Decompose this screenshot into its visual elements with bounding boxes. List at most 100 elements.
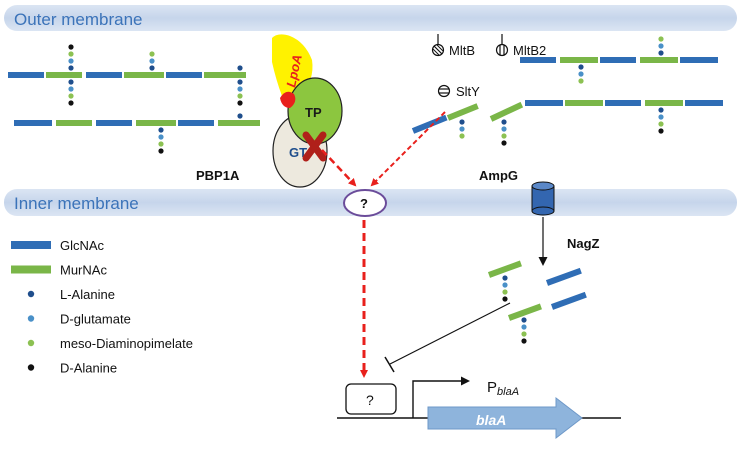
pbp1a-label: PBP1A bbox=[196, 168, 240, 183]
murnac-unit bbox=[446, 103, 479, 121]
glcnac-unit bbox=[8, 72, 44, 78]
tp-label: TP bbox=[305, 105, 322, 120]
peptide-residue bbox=[459, 126, 465, 132]
peptide-residue bbox=[149, 51, 155, 57]
glcnac-unit bbox=[166, 72, 202, 78]
legend-label: GlcNAc bbox=[60, 238, 105, 253]
peptide-residue bbox=[578, 64, 584, 70]
peptide-residue bbox=[521, 317, 527, 323]
peptide-residue bbox=[68, 86, 74, 92]
peptide-residue bbox=[658, 50, 664, 56]
mltb2-marker: MltB2 bbox=[495, 34, 546, 58]
murnac-unit bbox=[640, 57, 678, 63]
peptidoglycan-left bbox=[8, 44, 260, 154]
peptide-residue bbox=[658, 36, 664, 42]
nagz-label: NagZ bbox=[567, 236, 600, 251]
peptide-residue bbox=[68, 93, 74, 99]
glcnac-unit bbox=[411, 114, 448, 134]
glcnac-unit bbox=[520, 57, 556, 63]
mltb2-label: MltB2 bbox=[513, 43, 546, 58]
legend-label: MurNAc bbox=[60, 263, 107, 278]
slty-icon bbox=[437, 84, 451, 98]
glcnac-unit bbox=[525, 100, 563, 106]
peptide-residue bbox=[501, 119, 507, 125]
pbp1a-complex: LpoA GT TP PBP1A bbox=[196, 34, 343, 188]
peptide-residue bbox=[521, 324, 527, 330]
peptide-residue bbox=[459, 133, 465, 139]
peptide-residue bbox=[502, 275, 508, 281]
peptide-residue bbox=[459, 119, 465, 125]
peptide-residue bbox=[578, 78, 584, 84]
murnac-unit bbox=[489, 101, 524, 122]
mltb2-icon bbox=[495, 43, 509, 57]
peptide-residue bbox=[501, 140, 507, 146]
murnac-unit bbox=[204, 72, 246, 78]
promoter-prefix: P bbox=[487, 379, 497, 396]
lpoa-label: LpoA bbox=[283, 53, 305, 89]
peptide-residue bbox=[158, 127, 164, 133]
outer-membrane bbox=[4, 5, 737, 31]
promoter-subscript: blaA bbox=[497, 386, 519, 398]
legend-label: D-glutamate bbox=[60, 312, 131, 327]
glcnac-unit bbox=[550, 291, 587, 310]
legend-label: L-Alanine bbox=[60, 287, 115, 302]
murnac-unit bbox=[507, 303, 542, 321]
peptide-residue bbox=[578, 71, 584, 77]
gt-label: GT bbox=[289, 145, 307, 160]
legend-residue-swatch bbox=[27, 364, 35, 371]
promoter-label: PblaA bbox=[487, 379, 519, 398]
outer-membrane-label: Outer membrane bbox=[14, 10, 143, 29]
repression-bar bbox=[384, 356, 395, 373]
mltb-marker: MltB bbox=[431, 34, 475, 58]
glcnac-unit bbox=[680, 57, 718, 63]
pbp1a-to-sensor-arrow bbox=[321, 149, 357, 187]
slty-label: SltY bbox=[456, 84, 480, 99]
peptide-residue bbox=[521, 331, 527, 337]
murnac-unit bbox=[46, 72, 82, 78]
muropeptide-fragments bbox=[411, 101, 587, 344]
mltb-label: MltB bbox=[449, 43, 475, 58]
glcnac-unit bbox=[605, 100, 641, 106]
blaa-gene-arrow bbox=[427, 396, 583, 440]
inner-membrane-label: Inner membrane bbox=[14, 194, 139, 213]
peptide-residue bbox=[501, 126, 507, 132]
unknown-regulator-box bbox=[345, 383, 397, 415]
ampg-permease bbox=[531, 181, 555, 216]
peptide-residue bbox=[237, 86, 243, 92]
legend-murnac-swatch bbox=[11, 265, 51, 274]
peptide-residue bbox=[158, 148, 164, 154]
lpoa-anchor bbox=[280, 91, 296, 108]
glcnac-unit bbox=[14, 120, 52, 126]
peptide-residue bbox=[502, 296, 508, 302]
peptide-residue bbox=[68, 100, 74, 106]
peptide-residue bbox=[149, 65, 155, 71]
peptide-residue bbox=[658, 107, 664, 113]
peptide-residue bbox=[68, 65, 74, 71]
unknown-sensor bbox=[343, 189, 387, 217]
peptide-residue bbox=[521, 338, 527, 344]
glcnac-unit bbox=[545, 267, 582, 286]
murnac-unit bbox=[645, 100, 683, 106]
peptide-residue bbox=[68, 51, 74, 57]
peptide-residue bbox=[237, 100, 243, 106]
ampg-label: AmpG bbox=[479, 168, 518, 183]
peptide-residue bbox=[68, 44, 74, 50]
legend-residue-swatch bbox=[27, 339, 35, 347]
peptide-residue bbox=[502, 282, 508, 288]
peptide-residue bbox=[149, 58, 155, 64]
peptide-residue bbox=[158, 141, 164, 147]
legend-residue-swatch bbox=[27, 290, 35, 298]
promoter-arrow bbox=[412, 376, 470, 418]
peptide-residue bbox=[501, 133, 507, 139]
legend-label: D-Alanine bbox=[60, 361, 117, 376]
peptide-residue bbox=[658, 43, 664, 49]
peptide-residue bbox=[658, 121, 664, 127]
glcnac-unit bbox=[86, 72, 122, 78]
glcnac-unit bbox=[600, 57, 636, 63]
murnac-unit bbox=[487, 260, 522, 278]
peptide-residue bbox=[237, 113, 243, 119]
glcnac-unit bbox=[96, 120, 132, 126]
peptide-residue bbox=[237, 79, 243, 85]
